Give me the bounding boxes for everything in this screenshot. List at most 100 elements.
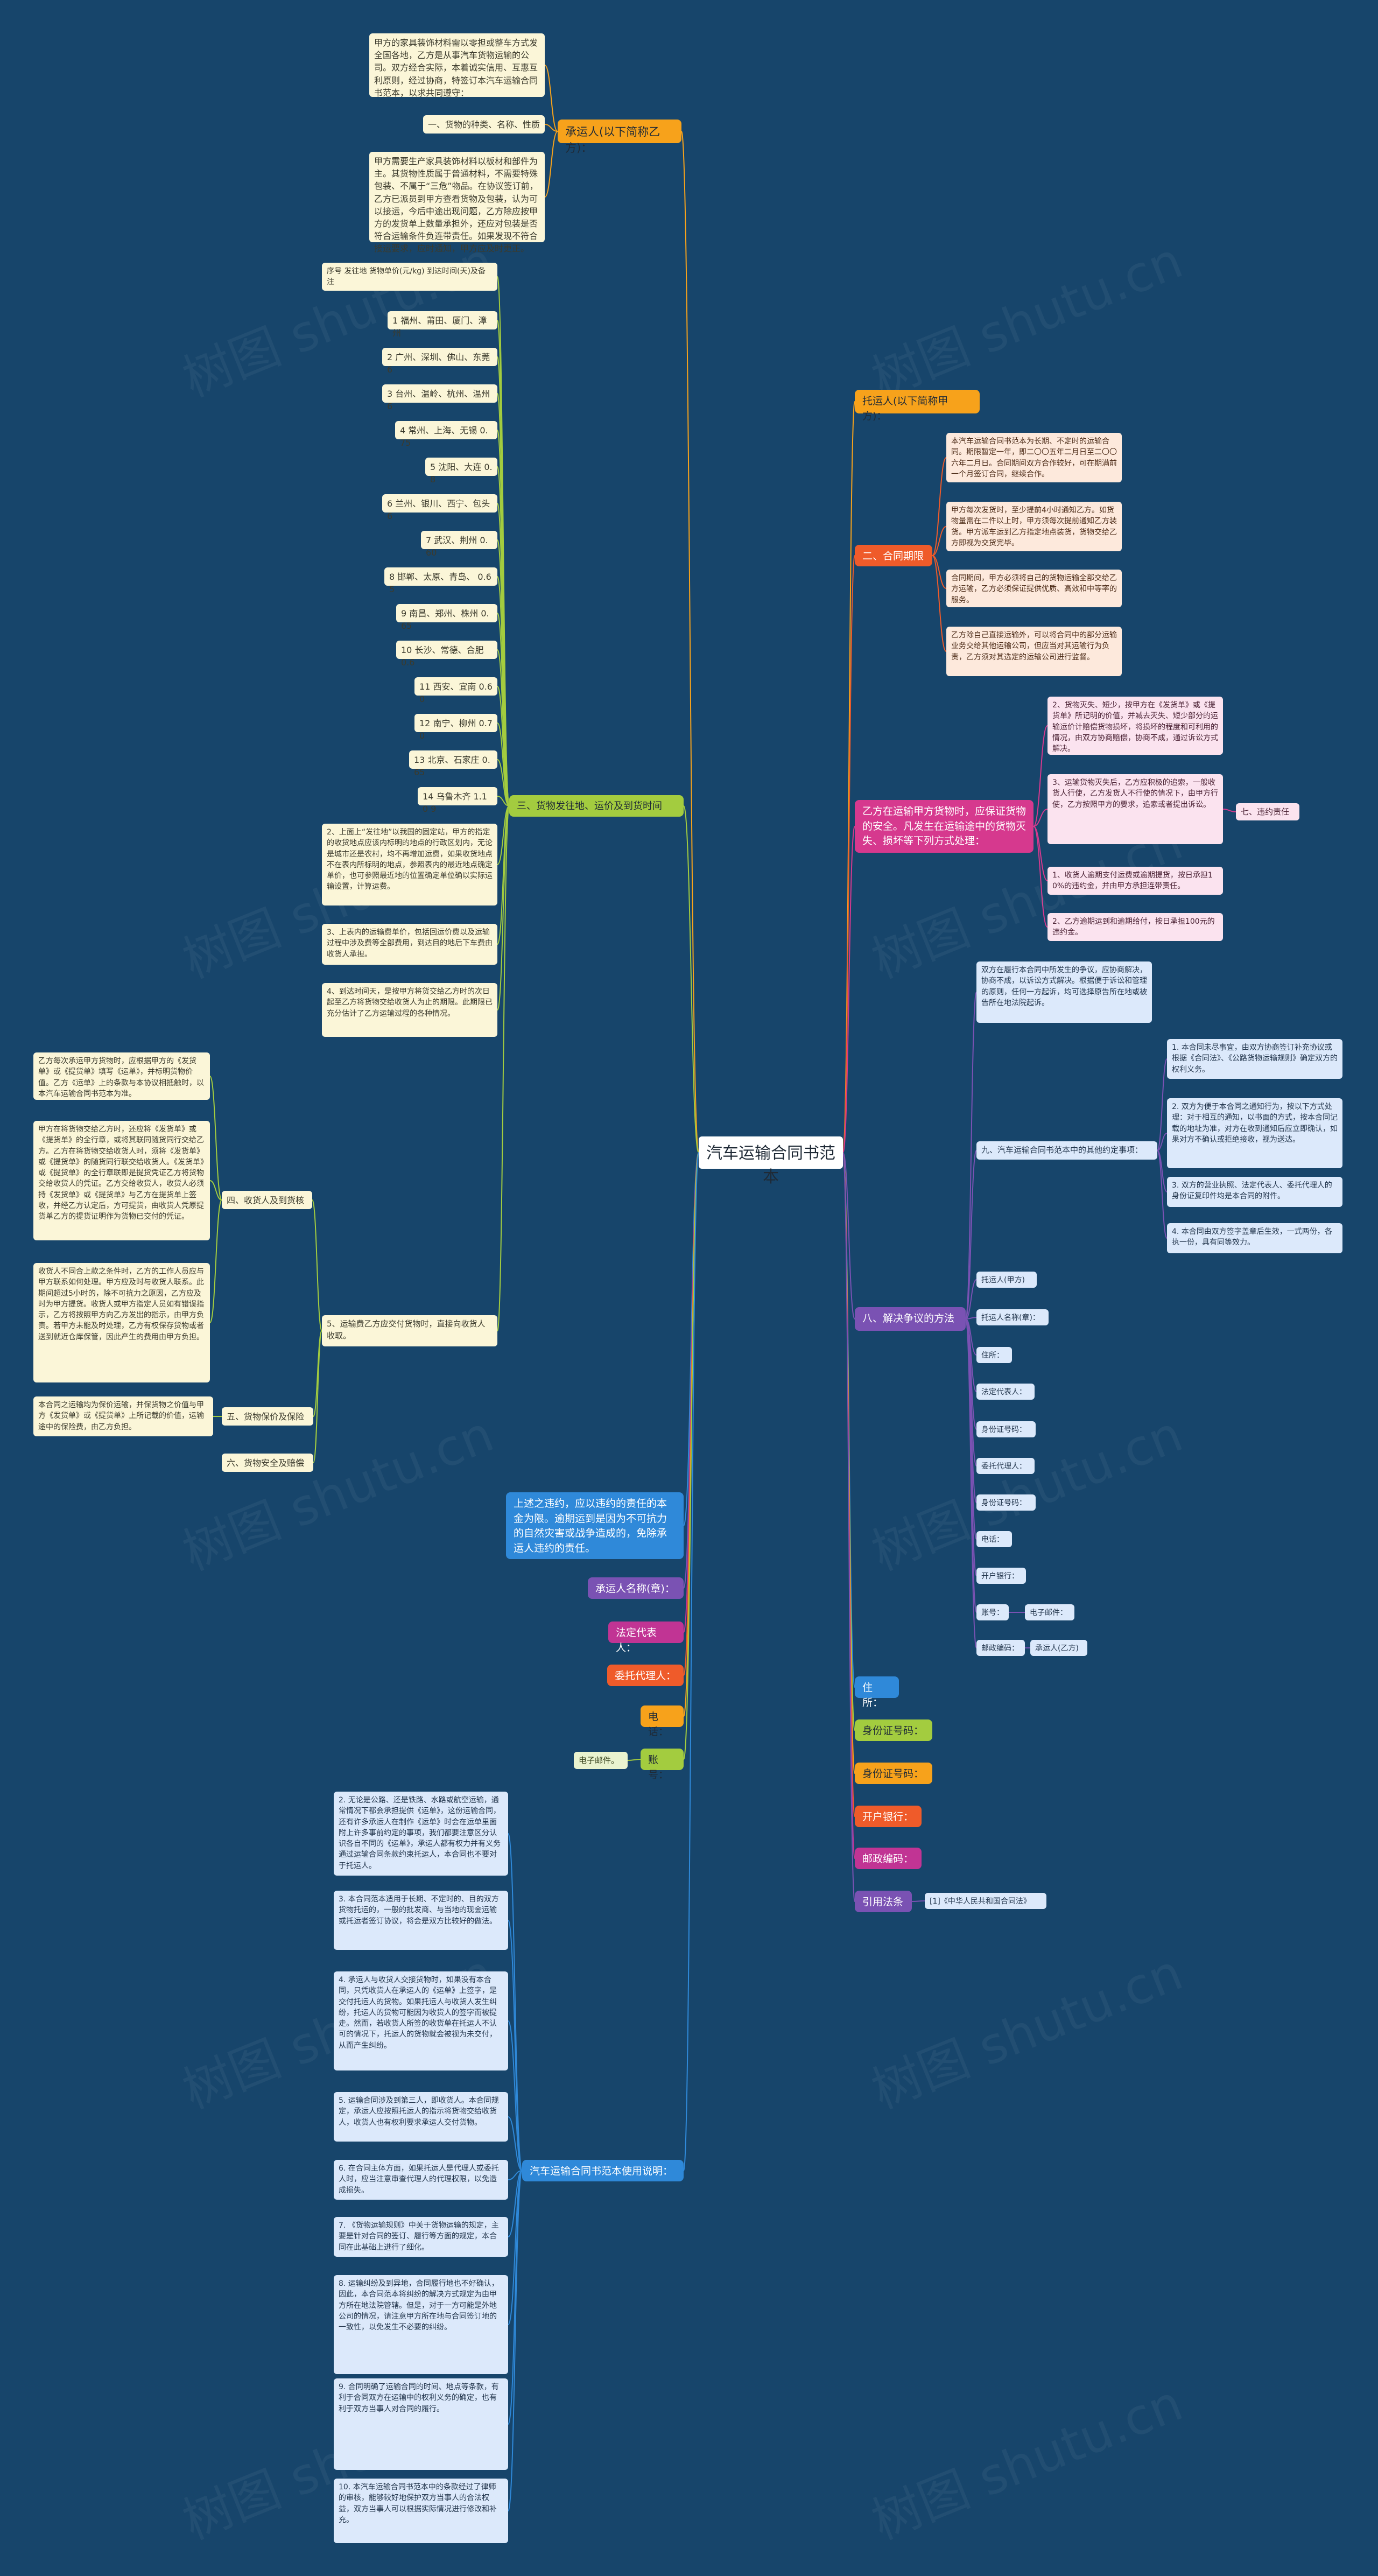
branch-contract-term[interactable]: 二、合同期限 [855,545,932,566]
signature-field: 身份证号码： [976,1421,1036,1437]
connector-line [508,1833,523,2171]
connector-line [508,2170,523,2180]
connector-line [842,1152,855,1859]
branch-law-reference[interactable]: 引用法条 [855,1891,912,1912]
route-row: 2 广州、深圳、佛山、东莞 6 [382,348,497,375]
signature-field: 邮政编码： [976,1640,1025,1656]
goods-type-item[interactable]: 一、货物的种类、名称、性质 [423,115,545,134]
connector-line [932,457,947,556]
connector-line [842,1152,855,1774]
connector-line [497,393,510,806]
route-row: 5 沈阳、大连 0.8 [425,458,497,485]
branch-carrier[interactable]: 承运人(以下简称乙方)： [558,120,681,155]
consignee-note: 收货人不同合上款之条件时，乙方的工作人员应与甲方联系如何处理。甲方应及时与收货人… [33,1263,210,1382]
branch-damage-handling[interactable]: 乙方在运输甲方货物时，应保证货物的安全。凡发生在运输途中的货物灭失、损坏等下列方… [855,800,1034,853]
connector-line [508,2170,523,2511]
connector-line [965,1318,977,1356]
connector-line [209,1199,222,1323]
connector-line [497,759,510,806]
route-row: 1 福州、莆田、厦门、漳州 [388,311,497,338]
damage-item: 2、货物灭失、短少，按甲方在《发货单》或《提货单》所记明的价值，并减去灭失、短少… [1047,697,1223,755]
connector-line [497,466,510,806]
connector-line [497,805,510,865]
branch-dispute-resolution[interactable]: 八、解决争议的方法 [855,1307,966,1331]
term-item: 乙方除自己直接运输外，可以将合同中的部分运输业务交给其他运输公司，但应当对其运输… [946,627,1122,676]
signature-field: 托运人名称(章)： [976,1309,1049,1325]
connector-line [842,1152,855,1817]
goods-type-detail: 甲方需要生产家具装饰材料以板材和部件为主。其货物性质属于普通材料，不需要特殊包装… [369,152,545,254]
connector-line [209,1076,222,1201]
signature-field: 住所： [976,1347,1012,1363]
connector-line [544,65,558,132]
insurance-note: 本合同之运输均为保价运输，并保货物之价值与甲方《发货单》或《提货单》上所记载的价… [33,1396,213,1436]
watermark: 树图 shutu.cn [864,1943,1191,2120]
signature-field: 电子邮件： [1025,1604,1074,1620]
branch-phone[interactable]: 电话： [641,1705,684,1738]
connector-line [683,1152,699,1760]
connector-line [497,539,510,806]
connector-line [497,686,510,806]
route-row: 7 武汉、荆州 0.60 [421,531,497,558]
consignee-section[interactable]: 四、收货人及到货核 [222,1191,312,1209]
route-row: 4 常州、上海、无锡 0.75 [395,421,497,448]
connector-line [842,401,855,1153]
route-note: 3、上表内的运输费单价，包括回运价费以及运输过程中涉及费等全部费用，到达目的地后… [322,924,497,965]
freight-payment-note[interactable]: 5、运输费乙方应交付货物时，直接向收货人收取。 [322,1315,497,1346]
connector-line [1033,725,1048,827]
signature-field: 承运人(乙方) [1030,1640,1087,1656]
branch-legal-rep[interactable]: 法定代表人： [608,1622,684,1654]
connector-line [965,1150,977,1319]
connector-line [497,576,510,806]
damage-item: 3、运输货物灭失后，乙方应积极的追索，一般收货人行使，乙方发货人不行使的情况下，… [1047,774,1223,844]
route-row: 9 南昌、郑州、株州 0.65 [396,604,497,631]
connector-line [683,1152,699,2171]
branch-instructions[interactable]: 汽车运输合同书范本使用说明： [522,2160,684,2181]
connector-line [681,131,699,1153]
other-item: 2. 双方为便于本合同之通知行为，按以下方式处理：对于相互的通知，以书面的方式，… [1167,1098,1342,1168]
branch-address[interactable]: 住所： [855,1676,899,1709]
consignee-note: 甲方在将货物交给乙方时，还应将《发货单》或《提货单》的全行章，或将其联同随货同行… [33,1121,210,1240]
branch-agent[interactable]: 委托代理人： [607,1665,684,1686]
insurance-section[interactable]: 五、货物保价及保险 [222,1407,313,1426]
other-agreements[interactable]: 九、汽车运输合同书范本中的其他约定事项： [976,1141,1157,1160]
signature-field: 身份证号码： [976,1494,1036,1511]
carrier-intro-note: 甲方的家具装饰材料需以零担或整车方式发全国各地，乙方是从事汽车货物运输的公司。双… [369,33,545,98]
branch-postcode[interactable]: 邮政编码： [855,1848,922,1869]
root-topic[interactable]: 汽车运输合同书范本 [699,1136,843,1187]
connector-line [497,430,510,806]
watermark: 树图 shutu.cn [864,231,1191,408]
instruction-item: 7. 《货物运输规则》中关于货物运输的规定，主要是针对合同的签订、履行等方面的规… [334,2217,508,2257]
dispute-intro: 双方在履行本合同中所发生的争议，应协商解决，协商不成，以诉讼方式解决。根据便于诉… [976,961,1152,1023]
instruction-item: 4. 承运人与收货人交接货物时，如果没有本合同，只凭收货人在承运人的《运单》上签… [334,1971,508,2070]
connector-line [965,1318,977,1613]
branch-id-number-2[interactable]: 身份证号码： [855,1763,932,1784]
route-row: 10 长沙、常德、合肥 0.6 [396,641,497,668]
branch-liability[interactable]: 上述之违约，应以违约的责任的本金为限。逾期运到是因为不可抗力的自然灾害或战争造成… [506,1492,684,1559]
breach-liability[interactable]: 七、违约责任 [1236,803,1299,820]
law-citation[interactable]: [1]《中华人民共和国合同法》 [925,1893,1046,1909]
connector-line [497,356,510,806]
connector-line [932,526,947,556]
branch-carrier-name[interactable]: 承运人名称(章)： [588,1577,684,1599]
route-row: 6 兰州、银川、西宁、包头 6 [382,494,497,521]
connector-line [1157,1058,1168,1151]
branch-account[interactable]: 账号： [641,1749,684,1781]
signature-field: 开户银行： [976,1568,1026,1584]
connector-line [1157,1133,1168,1151]
signature-field: 法定代表人： [976,1384,1035,1400]
route-row: 12 南宁、柳州 0.70 [414,714,497,741]
instruction-item: 2. 无论是公路、还是铁路、水路或航空运输，通常情况下都会承担提供《运单》，这份… [334,1792,508,1876]
branch-bank[interactable]: 开户银行： [855,1806,922,1827]
damage-item: 2、乙方逾期运到和逾期给付，按日承担100元的违约金。 [1047,913,1223,941]
branch-route-price[interactable]: 三、货物发往地、运价及到货时间 [509,795,684,817]
connector-line [683,1152,699,1676]
other-item: 3. 双方的营业执照、法定代表人、委托代理人的身份证复印件均是本合同的附件。 [1167,1177,1342,1207]
safety-section[interactable]: 六、货物安全及赔偿 [222,1454,313,1472]
instruction-item: 5. 运输合同涉及到第三人，即收货人。本合同规定，承运人应按照托运人的指示将货物… [334,2092,508,2142]
connector-line [497,320,510,806]
branch-shipper[interactable]: 托运人(以下简称甲方)： [855,390,980,422]
connector-line [209,1180,222,1201]
other-item: 1. 本合同未尽事宜，由双方协商签订补充协议或根据《合同法》、《公路货物运输规则… [1167,1039,1342,1079]
watermark: 树图 shutu.cn [864,2374,1191,2551]
branch-id-number[interactable]: 身份证号码： [855,1719,932,1741]
